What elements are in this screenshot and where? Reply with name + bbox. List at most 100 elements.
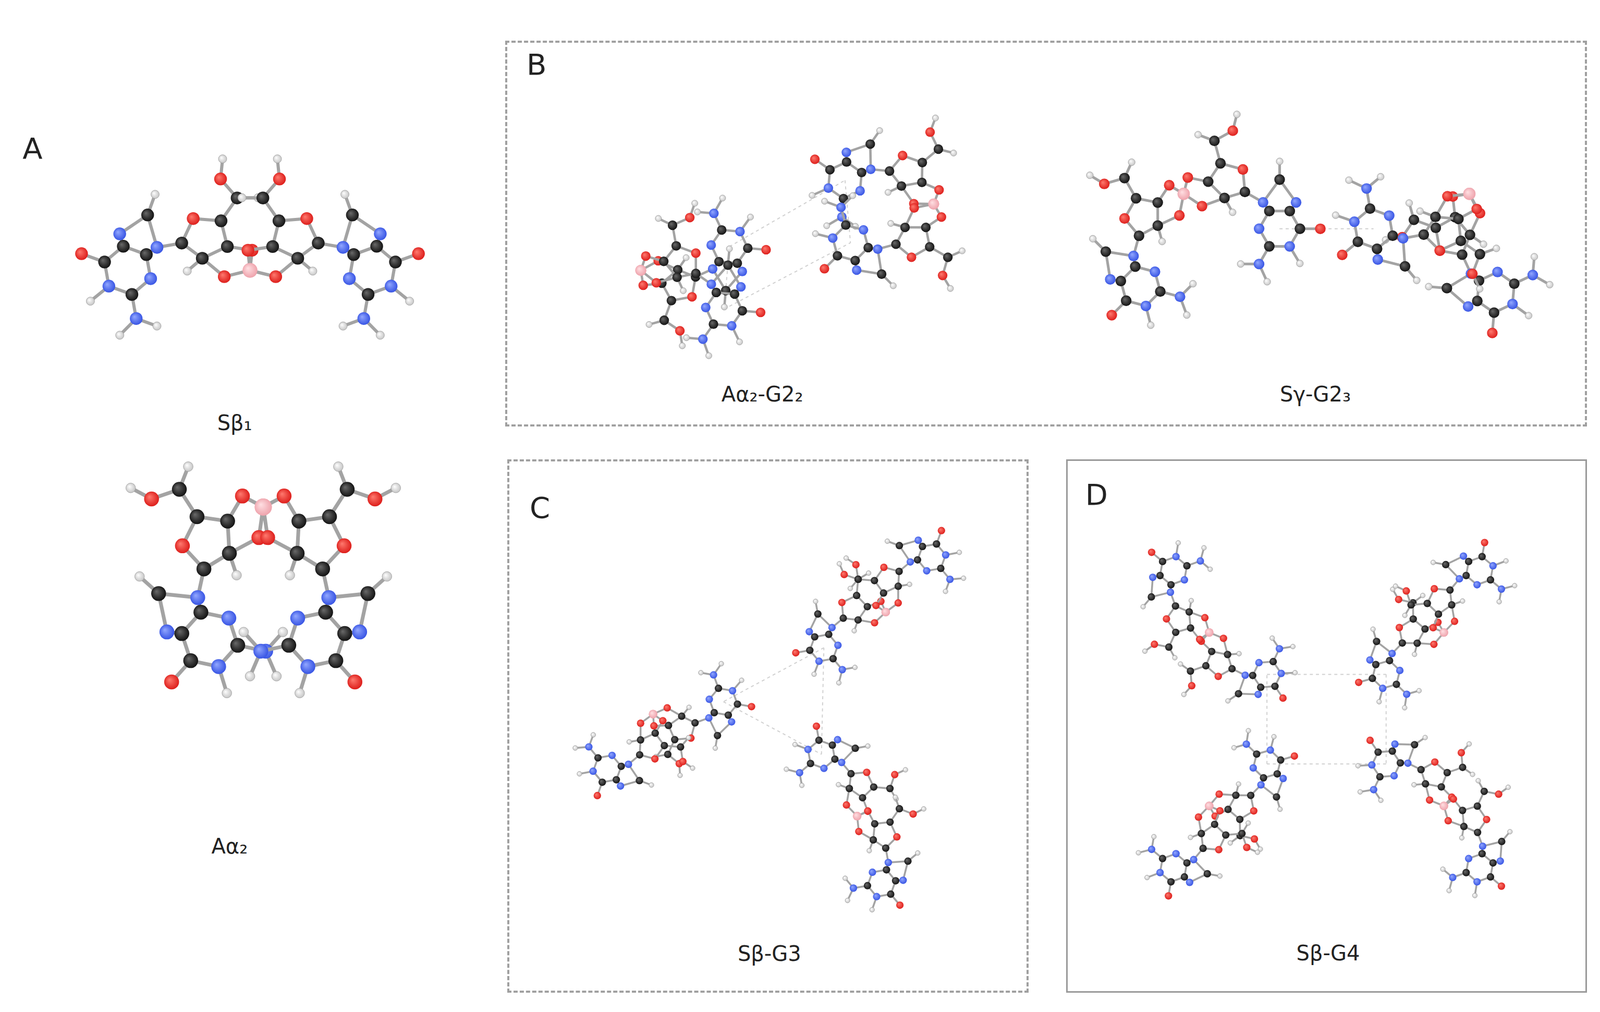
atom [1332, 211, 1339, 219]
atom [1147, 593, 1155, 601]
atom [847, 585, 853, 591]
atom [676, 743, 685, 751]
atom [1402, 690, 1411, 698]
nucleoside [1178, 628, 1298, 704]
atom [934, 185, 944, 195]
atom [706, 240, 716, 250]
atom [1489, 562, 1497, 570]
atom [1204, 628, 1214, 637]
atom [220, 513, 235, 529]
atom [572, 745, 578, 751]
atom [648, 709, 657, 718]
atom [593, 791, 602, 800]
atom [735, 226, 745, 237]
atom [838, 665, 846, 674]
atom [254, 498, 273, 516]
atom [677, 712, 686, 720]
atom [281, 637, 297, 653]
atom [1442, 190, 1453, 202]
atom [608, 751, 616, 760]
atom [193, 604, 209, 620]
atom [1449, 795, 1458, 803]
atom [823, 222, 830, 229]
atom [672, 272, 682, 283]
atom [664, 750, 672, 759]
atom [884, 858, 893, 866]
atom [932, 540, 940, 548]
atom [1254, 690, 1262, 699]
atom [1441, 282, 1452, 293]
atom [899, 876, 907, 884]
atom [86, 297, 95, 306]
atom [836, 202, 846, 212]
atom [1388, 747, 1397, 755]
atom [872, 601, 880, 609]
atom [837, 758, 846, 766]
atom [1481, 538, 1489, 546]
atom [315, 561, 331, 577]
atom [235, 488, 250, 504]
atom [936, 564, 945, 572]
atom [370, 239, 383, 253]
atom [942, 551, 950, 559]
atom [819, 263, 829, 274]
atom [411, 247, 425, 260]
atom [1216, 807, 1224, 815]
atom [784, 766, 789, 772]
atom [1413, 639, 1421, 647]
atom [1370, 785, 1378, 793]
nucleoside [1393, 538, 1518, 637]
atom [691, 718, 699, 727]
atom [1507, 829, 1513, 835]
atom [1271, 682, 1279, 690]
atom [337, 626, 352, 641]
atom [1201, 545, 1207, 551]
atom [1188, 834, 1193, 840]
atom [1257, 197, 1269, 208]
atom [895, 541, 903, 549]
atom [1336, 249, 1348, 261]
atom [1171, 602, 1180, 610]
atom [658, 716, 667, 725]
atom [852, 811, 862, 821]
atom [1254, 849, 1260, 855]
nucleoside [1439, 778, 1513, 899]
atom [1437, 783, 1446, 791]
atom [1377, 173, 1385, 180]
atom [367, 491, 383, 507]
nucleoside [791, 561, 890, 686]
atom [710, 709, 718, 717]
atom [1183, 859, 1191, 867]
atom [1368, 761, 1376, 769]
atom [361, 288, 375, 301]
atom [1204, 801, 1214, 811]
atom [838, 598, 846, 606]
atom [845, 784, 853, 792]
atom [253, 643, 268, 659]
atom [805, 646, 814, 654]
nucleoside [238, 461, 401, 699]
atom [1439, 801, 1448, 811]
atom [1203, 870, 1212, 878]
atom [373, 227, 387, 240]
atom [683, 334, 690, 341]
atom [1181, 691, 1187, 697]
atom [1237, 164, 1249, 175]
atom [914, 536, 922, 544]
atom [1390, 772, 1398, 780]
atom [1493, 245, 1500, 252]
atom [812, 722, 821, 730]
atom [1214, 672, 1223, 680]
atom [840, 570, 848, 579]
atom [716, 225, 727, 235]
atom [1455, 235, 1467, 247]
atom [221, 610, 237, 626]
atom [1402, 705, 1408, 711]
atom [338, 321, 348, 331]
atom [98, 255, 111, 268]
atom [1247, 791, 1255, 799]
atom [1250, 807, 1258, 815]
atom [1158, 855, 1167, 863]
atom [679, 757, 687, 765]
atom [742, 243, 753, 253]
